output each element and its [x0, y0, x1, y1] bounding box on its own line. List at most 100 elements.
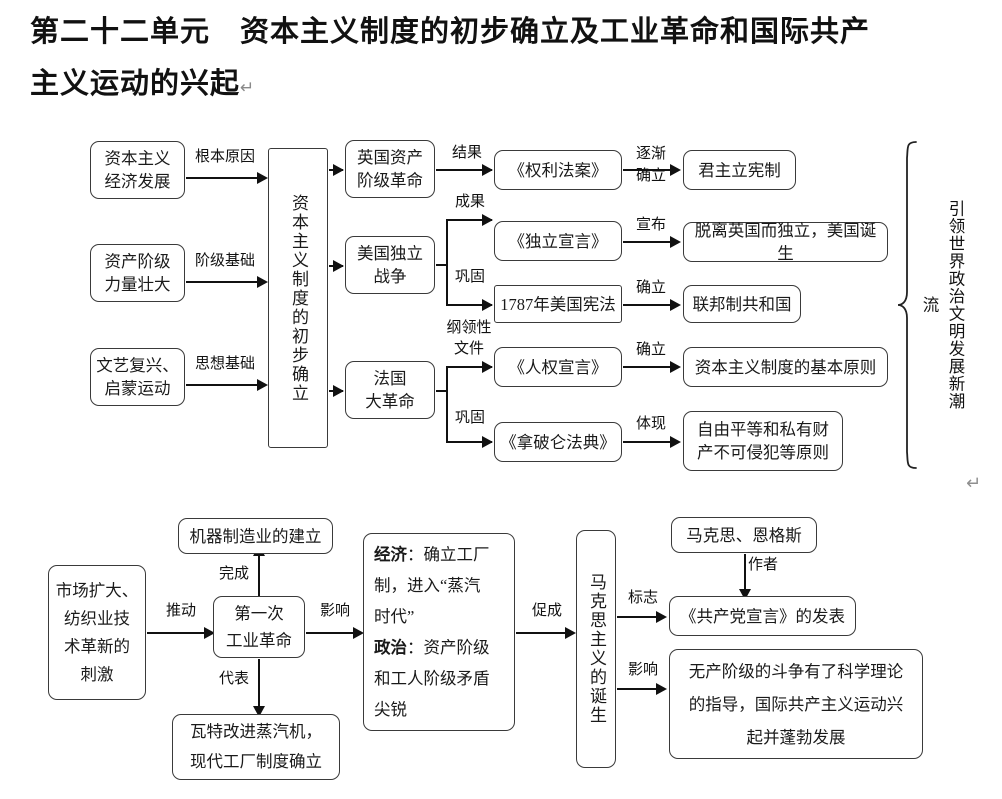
document-box-napoleonic-code[interactable]: 《拿破仑法典》	[494, 422, 622, 462]
arrowhead-core-watt	[253, 706, 265, 717]
edge-label-cause1: 根本原因	[194, 149, 255, 165]
cause-box-3[interactable]: 文艺复兴、 启蒙运动	[90, 348, 185, 406]
connector-core-watt	[258, 659, 260, 709]
edge-label-symbol: 标志	[627, 590, 658, 606]
arrowhead-usa-declaration	[482, 214, 493, 226]
connector-france-napoleon	[446, 441, 492, 443]
impact-box-content: 经济：确立工厂 制，进入“蒸汽 时代” 政治：资产阶级 和工人阶级矛盾 尖锐	[374, 539, 490, 725]
connector-declaration-usbirth	[623, 241, 679, 243]
revolution-box-england[interactable]: 英国资产 阶级革命	[345, 140, 435, 198]
authors-box-marx-engels[interactable]: 马克思、恩格斯	[671, 517, 817, 553]
connector-usa-declaration	[446, 219, 492, 221]
document-box-us-constitution-1787[interactable]: 1787年美国宪法	[494, 285, 622, 323]
effect-box-label: 无产阶级的斗争有了科学理论 的指导，国际共产主义运动兴 起并蓬勃发展	[688, 661, 904, 747]
arrowhead-center-rev3	[333, 385, 344, 397]
edge-label-facilitate: 促成	[531, 603, 562, 619]
arrowhead-usa-constitution	[482, 299, 493, 311]
result-box-capitalist-principles-label: 资本主义制度的基本原则	[694, 357, 877, 377]
summary-brace-caption: 引领世界政治文明发展新潮流	[916, 192, 972, 417]
edge-label-usa-achievement: 成果	[454, 194, 485, 210]
edge-label-effect: 影响	[627, 662, 658, 678]
lower-box-watt-steam-engine[interactable]: 瓦特改进蒸汽机， 现代工厂制度确立	[172, 714, 340, 780]
connector-cause3-center	[186, 384, 258, 386]
result-box-constitutional-monarchy-label: 君主立宪制	[698, 160, 781, 180]
document-box-declaration-independence-label: 《独立宣言》	[508, 231, 608, 251]
page-title-line-2-text: 主义运动的兴起	[30, 68, 241, 100]
edge-label-promote: 推动	[165, 603, 196, 619]
summary-brace-icon	[896, 140, 920, 470]
cause-box-1[interactable]: 资本主义 经济发展	[90, 141, 185, 199]
edge-label-france-consolidate: 巩固	[454, 410, 485, 426]
connector-authors-manifesto	[744, 554, 746, 592]
arrowhead-core-impact	[353, 627, 364, 639]
revolution-box-usa[interactable]: 美国独立 战争	[345, 236, 435, 294]
edge-label-cause3: 思想基础	[194, 356, 255, 372]
edge-label-declare: 宣布	[635, 217, 666, 233]
result-box-us-independence-label: 脱离英国而独立，美国诞生	[694, 221, 877, 263]
edge-label-france-program: 纲领性 文件	[446, 320, 492, 357]
core-box-label: 第一次 工业革命	[226, 604, 292, 650]
arrowhead-england-billofrights	[482, 164, 493, 176]
arrowhead-france-rights	[482, 361, 493, 373]
fork-usa-stem	[436, 264, 448, 266]
arrowhead-center-rev2	[333, 260, 344, 272]
impact-box-economy-value: ：确立工厂 制，进入“蒸汽 时代”	[374, 545, 490, 626]
center-box-capitalism-system[interactable]: 资本主义制度的初步确立	[268, 148, 328, 448]
fork-usa-vertical	[446, 219, 448, 306]
arrowhead-marxism-manifesto	[656, 611, 667, 623]
upper-box-machinery-industry[interactable]: 机器制造业的建立	[178, 518, 333, 554]
arrowhead-center-rev1	[333, 164, 344, 176]
document-box-declaration-independence[interactable]: 《独立宣言》	[494, 221, 622, 261]
arrowhead-declaration-usbirth	[670, 236, 681, 248]
upper-box-machinery-industry-label: 机器制造业的建立	[189, 526, 322, 546]
result-box-us-independence[interactable]: 脱离英国而独立，美国诞生	[683, 221, 888, 263]
manifesto-box-label: 《共产党宣言》的发表	[680, 606, 845, 626]
result-box-federal-republic-label: 联邦制共和国	[692, 294, 792, 314]
arrowhead-constitution-federal	[670, 299, 681, 311]
cause-box-1-label: 资本主义 经济发展	[104, 149, 171, 191]
document-box-bill-of-rights[interactable]: 《权利法案》	[494, 150, 622, 190]
result-box-constitutional-monarchy[interactable]: 君主立宪制	[683, 150, 796, 190]
lower-box-watt-steam-engine-label: 瓦特改进蒸汽机， 现代工厂制度确立	[190, 722, 322, 771]
result-box-freedom-property-label: 自由平等和私有财 产不可侵犯等原则	[697, 420, 829, 462]
result-box-freedom-property[interactable]: 自由平等和私有财 产不可侵犯等原则	[683, 411, 843, 471]
stimulus-box-market-textile[interactable]: 市场扩大、 纺织业技 术革新的 刺激	[48, 565, 146, 700]
impact-box-economy-politics[interactable]: 经济：确立工厂 制，进入“蒸汽 时代” 政治：资产阶级 和工人阶级矛盾 尖锐	[363, 533, 515, 731]
document-box-declaration-rights-of-man[interactable]: 《人权宣言》	[494, 347, 622, 387]
connector-marxism-effect	[617, 688, 665, 690]
cause-box-2[interactable]: 资产阶级 力量壮大	[90, 244, 185, 302]
edge-label-cause2: 阶级基础	[194, 253, 255, 269]
arrowhead-stimulus-core	[204, 627, 215, 639]
authors-box-label: 马克思、恩格斯	[686, 525, 802, 545]
effect-box-proletariat-movement[interactable]: 无产阶级的斗争有了科学理论 的指导，国际共产主义运动兴 起并蓬勃发展	[669, 649, 923, 759]
document-box-declaration-rights-of-man-label: 《人权宣言》	[508, 357, 608, 377]
manifesto-box-communist-manifesto[interactable]: 《共产党宣言》的发表	[669, 596, 856, 636]
connector-england-billofrights	[436, 169, 492, 171]
connector-marxism-manifesto	[617, 616, 665, 618]
connector-core-machinery	[258, 551, 260, 596]
result-box-capitalist-principles[interactable]: 资本主义制度的基本原则	[683, 347, 888, 387]
impact-box-politics-value: ：资产阶级 和工人阶级矛盾 尖锐	[374, 638, 490, 719]
connector-rights-principles	[623, 366, 679, 368]
paragraph-mark-icon-diagram1: ↵	[966, 473, 982, 494]
document-box-us-constitution-1787-label: 1787年美国宪法	[500, 294, 616, 314]
edge-label-author: 作者	[748, 557, 779, 573]
arrowhead-rights-principles	[670, 361, 681, 373]
arrowhead-cause1-center	[257, 172, 268, 184]
marxism-box-birth[interactable]: 马克思主义的诞生	[576, 530, 616, 768]
arrowhead-napoleon-freedom	[670, 436, 681, 448]
revolution-box-france[interactable]: 法国 大革命	[345, 361, 435, 419]
document-box-napoleonic-code-label: 《拿破仑法典》	[500, 432, 616, 452]
arrowhead-billofrights-monarchy	[670, 164, 681, 176]
result-box-federal-republic[interactable]: 联邦制共和国	[683, 285, 801, 323]
document-box-bill-of-rights-label: 《权利法案》	[508, 160, 608, 180]
revolution-box-england-label: 英国资产 阶级革命	[357, 148, 423, 190]
arrowhead-cause2-center	[257, 276, 268, 288]
connector-core-impact	[306, 632, 362, 634]
cause-box-3-label: 文艺复兴、 启蒙运动	[96, 356, 179, 398]
edge-label-usa-consolidate: 巩固	[454, 269, 485, 285]
arrowhead-authors-manifesto	[739, 589, 751, 600]
core-box-first-industrial-revolution[interactable]: 第一次 工业革命	[213, 596, 305, 658]
edge-label-embody: 体现	[635, 416, 666, 432]
